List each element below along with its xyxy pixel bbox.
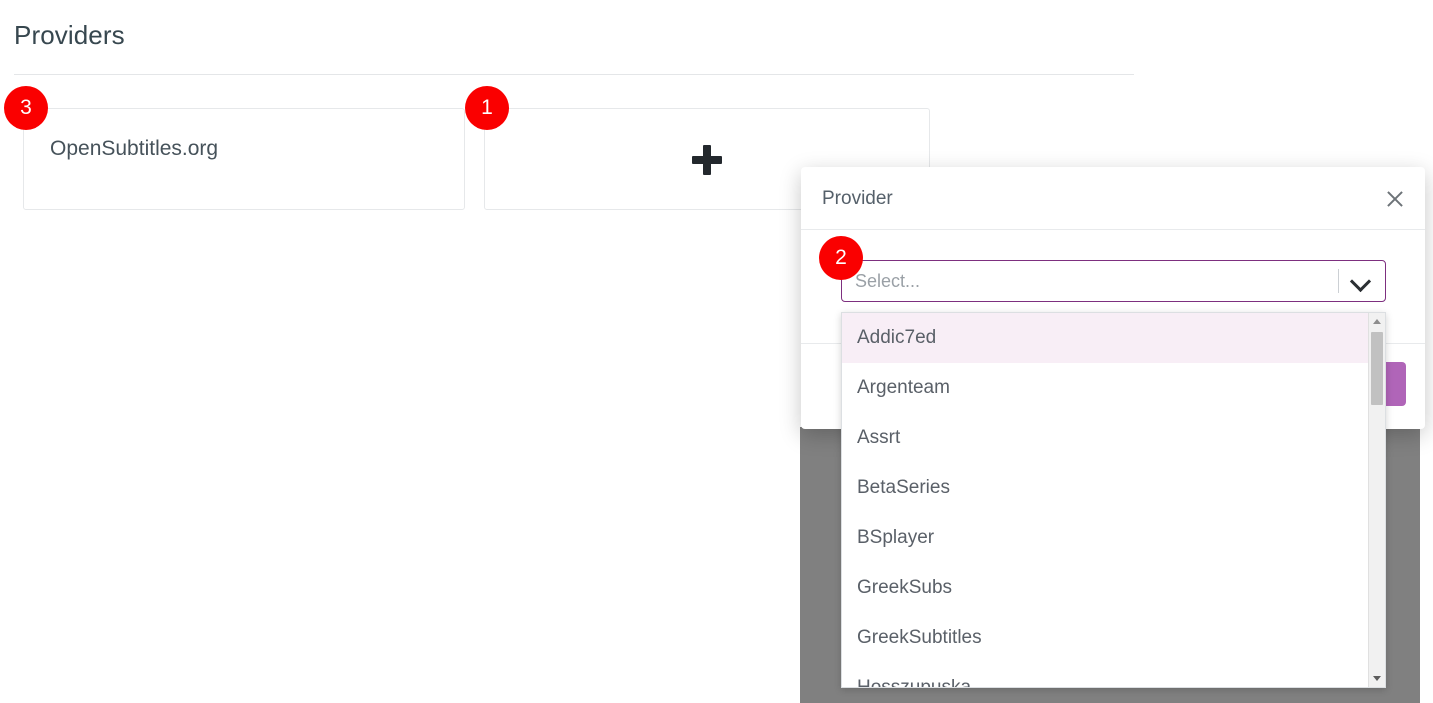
scroll-down-arrow-icon[interactable] (1369, 670, 1385, 686)
dropdown-option[interactable]: GreekSubtitles (857, 627, 982, 648)
annotation-badge-1: 1 (465, 86, 509, 130)
add-provider-card[interactable] (484, 108, 930, 210)
select-divider (1338, 269, 1339, 293)
dropdown-scrollbar[interactable] (1368, 313, 1385, 687)
dialog-title: Provider (822, 188, 893, 209)
provider-card-label: OpenSubtitles.org (50, 137, 219, 160)
dropdown-option[interactable]: BSplayer (857, 527, 935, 548)
dropdown-option[interactable]: Addic7ed (842, 313, 1368, 363)
title-divider (14, 74, 1134, 75)
plus-icon (692, 145, 722, 175)
page-title: Providers (14, 20, 125, 50)
dropdown-option[interactable]: BetaSeries (857, 477, 950, 498)
provider-card-opensubtitles[interactable]: OpenSubtitles.org (23, 108, 465, 210)
dialog-header: Provider (801, 167, 1425, 230)
chevron-down-icon[interactable] (1350, 274, 1372, 288)
annotation-badge-3: 3 (4, 86, 48, 130)
dropdown-option[interactable]: Assrt (857, 427, 901, 448)
dropdown-option[interactable]: Hosszupuska (857, 677, 972, 688)
dropdown-option[interactable]: GreekSubs (857, 577, 953, 598)
provider-select[interactable]: Select... (841, 260, 1386, 302)
select-placeholder: Select... (855, 271, 921, 291)
annotation-badge-2: 2 (819, 236, 863, 280)
close-icon[interactable] (1381, 185, 1409, 213)
scroll-up-arrow-icon[interactable] (1369, 314, 1385, 330)
scrollbar-thumb[interactable] (1371, 332, 1383, 405)
dropdown-option[interactable]: Argenteam (857, 377, 950, 398)
